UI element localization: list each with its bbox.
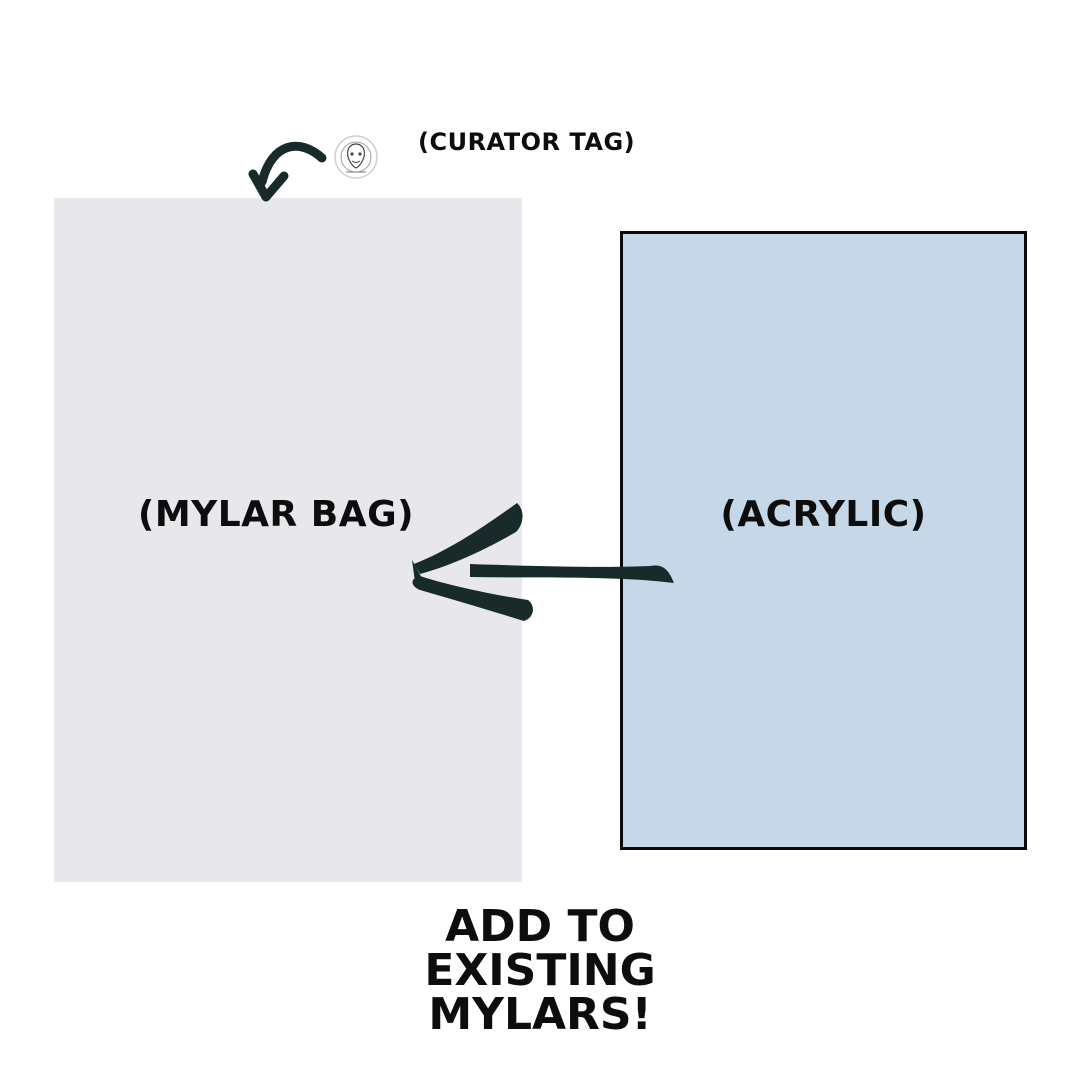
acrylic-label: (ACRYLIC) (720, 494, 927, 535)
curved-arrow-down-icon (248, 141, 327, 202)
caption-line-2: EXISTING (424, 945, 656, 996)
curator-tag-icon (334, 135, 378, 179)
mylar-bag-shape (54, 198, 522, 882)
acrylic-shape (620, 231, 1027, 850)
caption: ADD TO EXISTING MYLARS! (340, 905, 740, 1037)
curator-tag-label: (CURATOR TAG) (418, 128, 636, 156)
caption-line-1: ADD TO (445, 901, 635, 952)
mylar-bag-label: (MYLAR BAG) (137, 494, 415, 535)
caption-line-3: MYLARS! (428, 989, 652, 1040)
